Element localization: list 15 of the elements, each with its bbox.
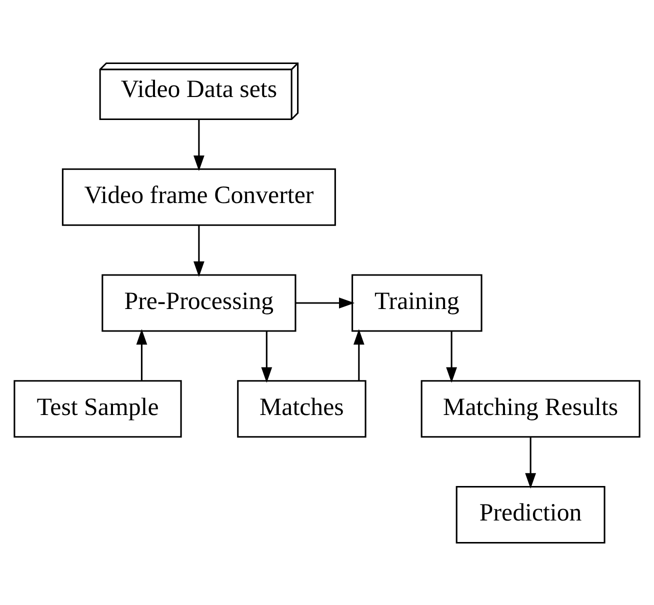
- node-box: Matching Results: [420, 380, 640, 438]
- arrow: [193, 225, 204, 276]
- arrow: [525, 436, 536, 488]
- arrow: [193, 119, 204, 171]
- arrow: [353, 328, 364, 380]
- arrow: [296, 297, 355, 308]
- node-box: Video frame Converter: [62, 168, 336, 226]
- arrow: [136, 328, 148, 380]
- node-box: Test Sample: [14, 380, 182, 438]
- node-box: Training: [352, 274, 482, 332]
- arrow: [261, 330, 272, 382]
- node-box: Pre-Processing: [102, 274, 296, 332]
- arrow: [446, 330, 458, 382]
- node-box: Prediction: [456, 485, 606, 544]
- node-box: Matches: [237, 380, 366, 438]
